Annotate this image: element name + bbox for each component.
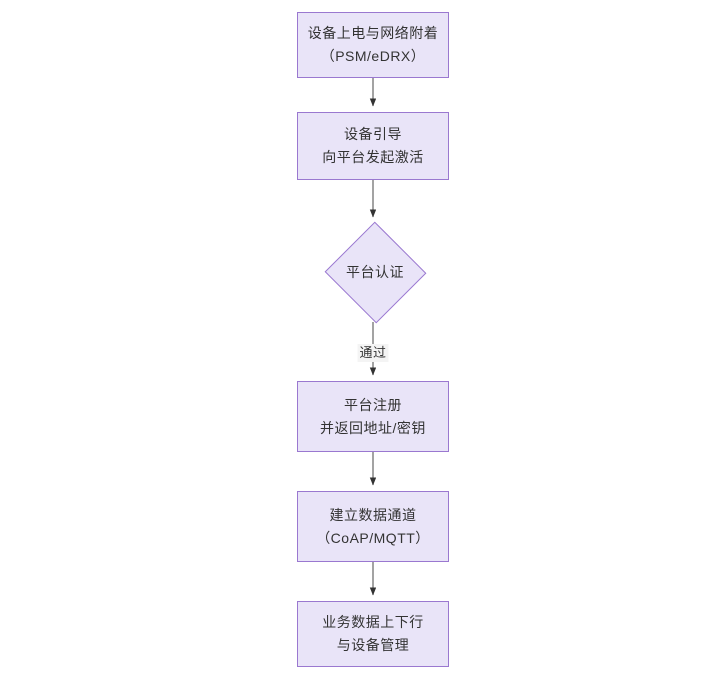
flow-node-device-power-on[interactable]: 设备上电与网络附着 （PSM/eDRX） (297, 12, 449, 78)
flow-node-business-data-and-device-mgmt-line2: 与设备管理 (336, 637, 410, 653)
flow-node-platform-register[interactable]: 平台注册 并返回地址/密钥 (297, 381, 449, 452)
flow-node-establish-data-channel-line2: （CoAP/MQTT） (316, 529, 430, 546)
flow-node-platform-register-line1: 平台注册 (344, 396, 402, 413)
flow-node-business-data-and-device-mgmt[interactable]: 业务数据上下行 与设备管理 (297, 601, 449, 667)
flow-node-device-bootstrap-line2: 向平台发起激活 (322, 149, 424, 165)
flow-node-business-data-and-device-mgmt-line1: 业务数据上下行 (322, 614, 424, 630)
flow-node-establish-data-channel-line1: 建立数据通道 (329, 506, 417, 523)
edge-label-pass: 通过 (357, 344, 389, 362)
flow-node-device-bootstrap-line1: 设备引导 (344, 126, 402, 142)
flow-node-device-power-on-line1: 设备上电与网络附着 (307, 25, 439, 41)
flow-node-platform-auth-decision[interactable]: 平台认证 (323, 221, 427, 323)
flow-node-device-bootstrap[interactable]: 设备引导 向平台发起激活 (297, 112, 449, 180)
flow-node-establish-data-channel[interactable]: 建立数据通道 （CoAP/MQTT） (297, 491, 449, 562)
flow-node-device-power-on-line2: （PSM/eDRX） (320, 48, 426, 64)
flow-node-platform-auth-decision-label: 平台认证 (346, 264, 404, 280)
flow-node-platform-register-line2: 并返回地址/密钥 (320, 419, 426, 436)
